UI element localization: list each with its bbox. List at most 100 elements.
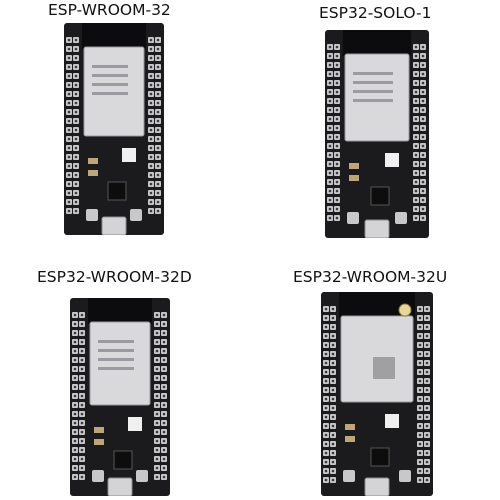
pin-hole: [324, 478, 328, 482]
pin-hole: [331, 316, 335, 320]
pin-hole: [74, 74, 78, 78]
pin-hole: [67, 83, 71, 87]
pin-hole: [162, 331, 166, 335]
pin-hole: [418, 478, 422, 482]
en-button: [136, 470, 148, 482]
usb-uart-chip: [113, 450, 133, 470]
pin-hole: [80, 313, 84, 317]
chip-marking: [92, 92, 128, 95]
micro-usb-port: [107, 477, 133, 496]
pin-hole: [331, 334, 335, 338]
pin-hole: [335, 153, 339, 157]
pin-hole: [328, 180, 332, 184]
micro-usb-port: [364, 477, 390, 496]
metal-shield: [83, 46, 145, 137]
esp32-solo-1-board-image: [325, 30, 429, 238]
pin-hole: [155, 349, 159, 353]
pin-hole: [156, 101, 160, 105]
pin-hole: [80, 385, 84, 389]
pin-hole: [155, 358, 159, 362]
pin-hole: [67, 92, 71, 96]
pin-hole: [73, 322, 77, 326]
pin-hole: [421, 216, 425, 220]
pin-hole: [324, 451, 328, 455]
pin-hole: [80, 340, 84, 344]
pin-hole: [162, 367, 166, 371]
pin-hole: [149, 164, 153, 168]
pin-hole: [156, 92, 160, 96]
pin-hole: [73, 430, 77, 434]
pin-hole: [335, 171, 339, 175]
pin-hole: [328, 207, 332, 211]
pin-hole: [425, 460, 429, 464]
pin-hole: [73, 367, 77, 371]
pin-hole: [80, 412, 84, 416]
regulator: [385, 414, 399, 428]
pin-hole: [155, 430, 159, 434]
pin-hole: [155, 448, 159, 452]
pin-hole: [324, 415, 328, 419]
pin-hole: [80, 448, 84, 452]
pin-hole: [335, 99, 339, 103]
pin-hole: [335, 108, 339, 112]
pin-hole: [324, 352, 328, 356]
pin-hole: [155, 421, 159, 425]
pin-hole: [80, 331, 84, 335]
pin-hole: [155, 439, 159, 443]
pin-hole: [149, 92, 153, 96]
pin-hole: [331, 433, 335, 437]
pin-hole: [156, 74, 160, 78]
pin-hole: [414, 99, 418, 103]
pin-hole: [328, 117, 332, 121]
pin-hole: [67, 173, 71, 177]
pin-hole: [324, 388, 328, 392]
pin-hole: [162, 349, 166, 353]
pin-hole: [331, 379, 335, 383]
pin-hole: [149, 38, 153, 42]
pin-hole: [421, 153, 425, 157]
pin-hole: [162, 439, 166, 443]
chip-marking: [98, 367, 134, 370]
pin-hole: [67, 137, 71, 141]
pin-hole: [418, 469, 422, 473]
smd-component: [345, 424, 355, 430]
pin-hole: [149, 65, 153, 69]
pin-hole: [80, 349, 84, 353]
pin-hole: [149, 137, 153, 141]
pin-hole: [328, 45, 332, 49]
pin-hole: [155, 412, 159, 416]
pin-hole: [328, 216, 332, 220]
pin-hole: [331, 424, 335, 428]
pin-hole: [80, 466, 84, 470]
pin-hole: [425, 316, 429, 320]
pin-hole: [418, 397, 422, 401]
pin-hole: [331, 325, 335, 329]
pin-hole: [149, 155, 153, 159]
pin-hole: [335, 72, 339, 76]
pin-hole: [421, 144, 425, 148]
pin-hole: [156, 65, 160, 69]
micro-usb-port: [364, 219, 390, 238]
pin-hole: [162, 376, 166, 380]
pin-hole: [155, 340, 159, 344]
pin-hole: [331, 415, 335, 419]
pin-hole: [67, 182, 71, 186]
esp32-wroom-32u-board-image: [321, 292, 433, 496]
usb-uart-chip: [370, 186, 390, 206]
pin-hole: [335, 117, 339, 121]
pin-hole: [74, 83, 78, 87]
pin-hole: [414, 126, 418, 130]
pin-hole: [74, 101, 78, 105]
pin-hole: [414, 180, 418, 184]
pin-hole: [335, 198, 339, 202]
pin-hole: [67, 119, 71, 123]
pin-hole: [155, 403, 159, 407]
pin-hole: [80, 457, 84, 461]
pin-hole: [149, 101, 153, 105]
pin-hole: [421, 63, 425, 67]
pin-hole: [74, 128, 78, 132]
chip-marking: [92, 65, 128, 68]
pin-hole: [335, 126, 339, 130]
pin-hole: [335, 180, 339, 184]
pin-hole: [155, 385, 159, 389]
